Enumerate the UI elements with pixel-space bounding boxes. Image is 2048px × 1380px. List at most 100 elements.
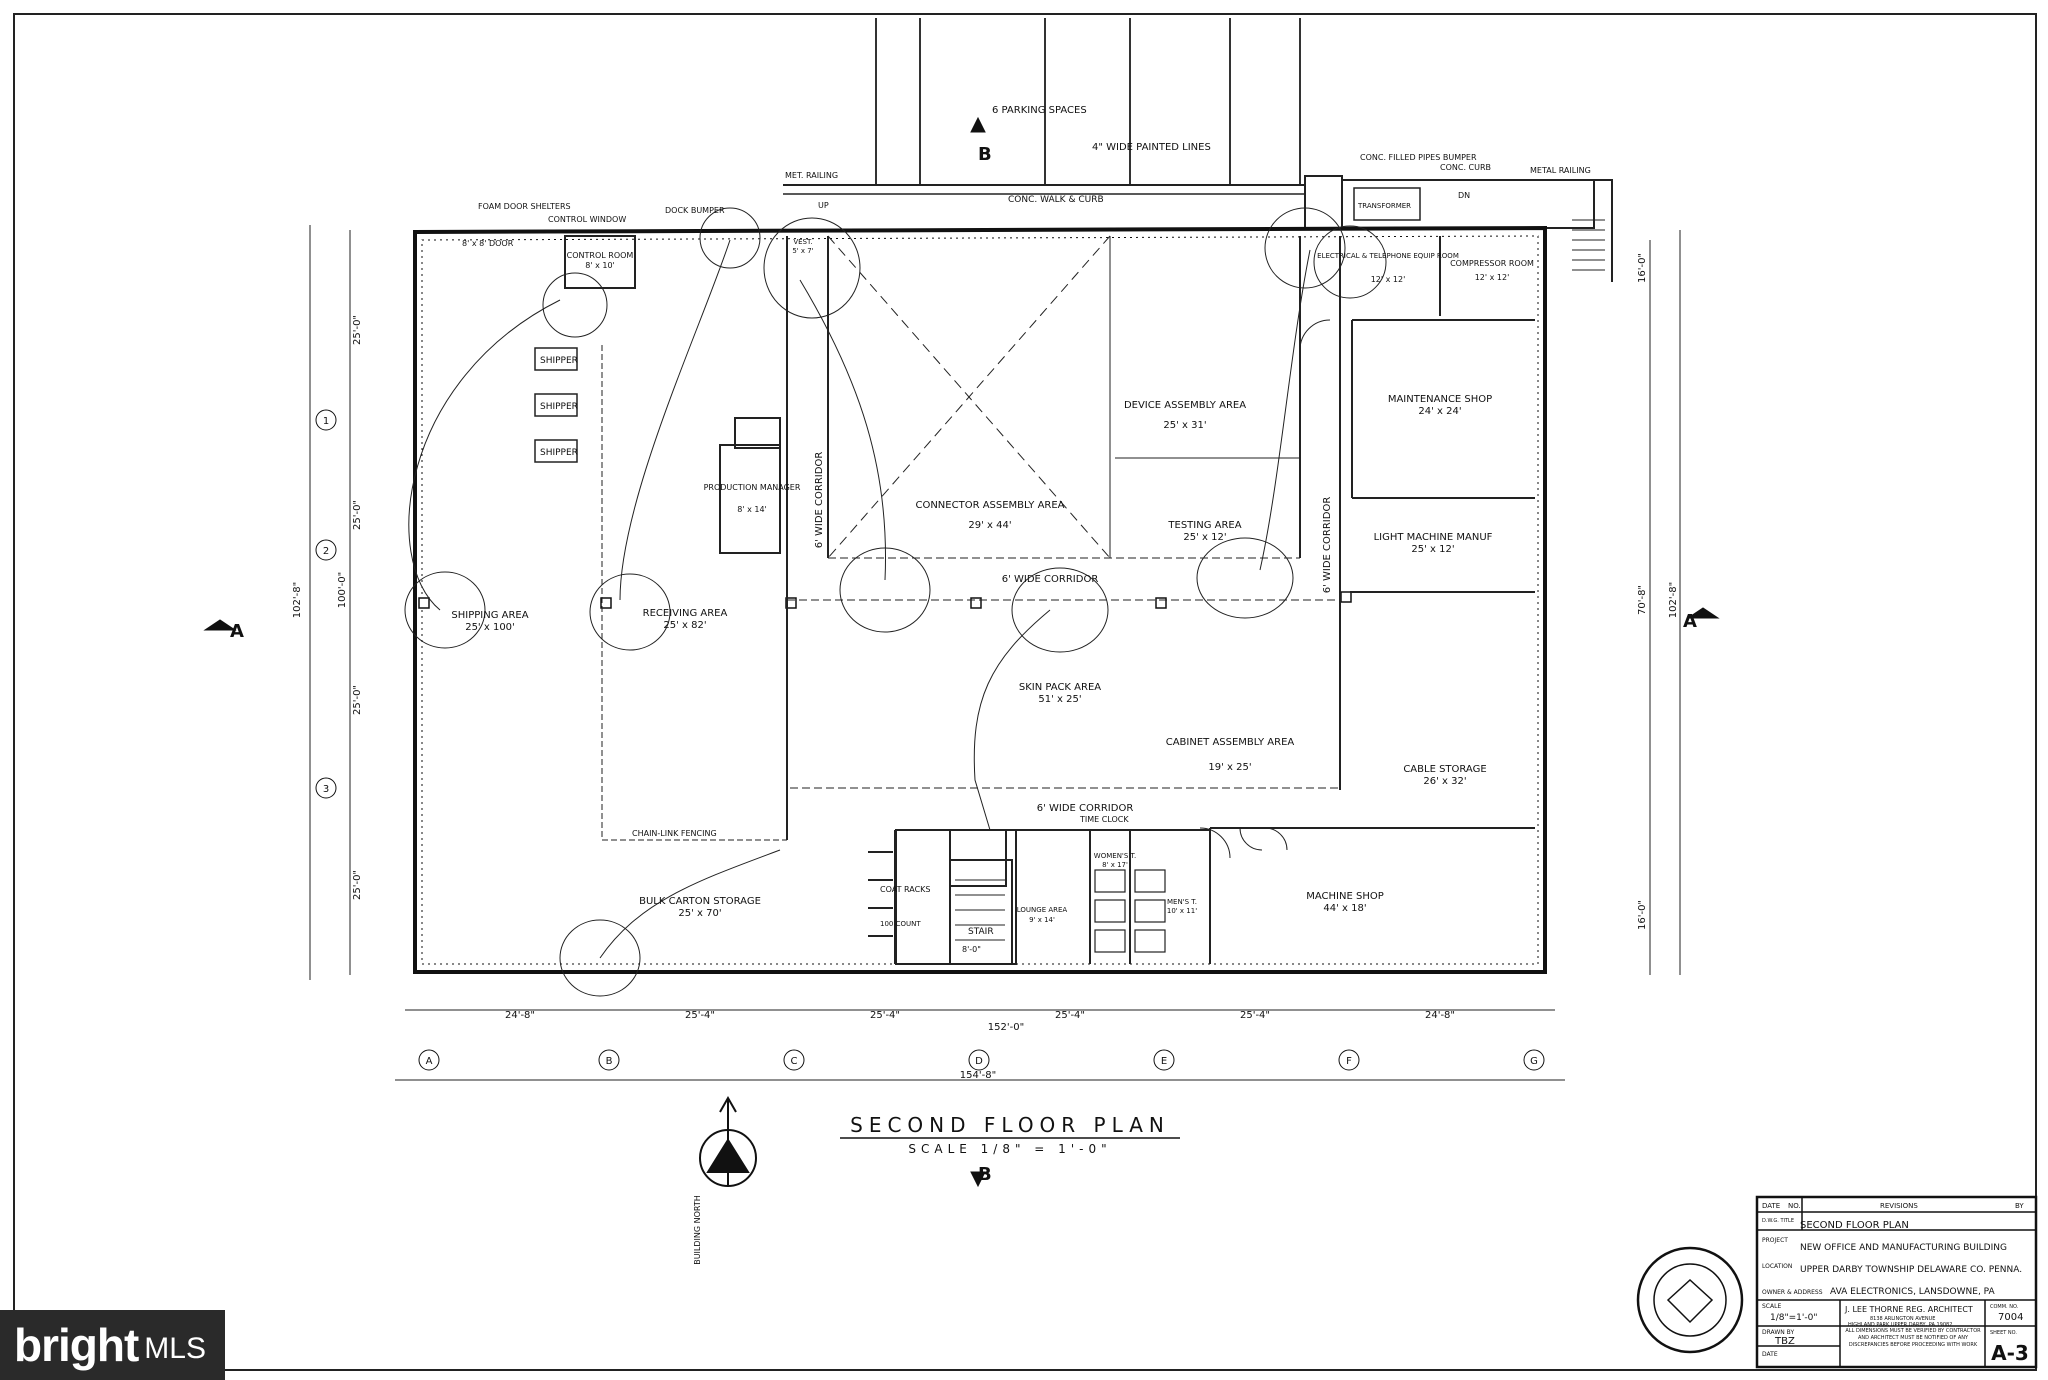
coat-racks bbox=[868, 830, 896, 964]
device-circles bbox=[404, 207, 1387, 997]
corridor-center-label: 6' WIDE CORRIDOR bbox=[1002, 574, 1099, 585]
tb-project: NEW OFFICE AND MANUFACTURING BUILDING bbox=[1800, 1243, 2007, 1253]
tb-drawn-label: DRAWN BY bbox=[1762, 1329, 1794, 1336]
filled-pipes-note: CONC. FILLED PIPES BUMPER bbox=[1360, 153, 1477, 162]
room-electrical-name: ELECTRICAL & TELEPHONE EQUIP ROOM bbox=[1317, 252, 1459, 260]
room-skin-pack-name: SKIN PACK AREA bbox=[1019, 682, 1101, 693]
room-compressor-size: 12' x 12' bbox=[1475, 273, 1510, 282]
concrete-walk bbox=[783, 175, 1613, 282]
coat-racks-note: COAT RACKS bbox=[880, 885, 931, 894]
room-testing-size: 25' x 12' bbox=[1183, 532, 1226, 543]
grid-row-1: 1 bbox=[323, 416, 329, 427]
tb-header-revisions: REVISIONS bbox=[1880, 1202, 1918, 1210]
section-a-right: A bbox=[1683, 611, 1697, 632]
room-light-machine-name: LIGHT MACHINE MANUF bbox=[1374, 532, 1493, 543]
fencing-note: CHAIN-LINK FENCING bbox=[632, 829, 717, 838]
section-markers bbox=[203, 116, 1720, 1188]
room-production-size: 8' x 14' bbox=[737, 505, 767, 514]
tb-comm: 7004 bbox=[1998, 1312, 2023, 1323]
tb-header-no: NO. bbox=[1788, 1202, 1801, 1210]
room-testing-name: TESTING AREA bbox=[1167, 520, 1241, 531]
shipper-label-3: SHIPPER bbox=[540, 448, 578, 458]
grid-rows: 1 2 3 bbox=[315, 409, 337, 799]
toilet-stalls bbox=[1094, 869, 1166, 953]
shipper-boxes bbox=[534, 347, 578, 463]
dim-overall-outer: 154'-8" bbox=[960, 1070, 996, 1081]
room-control-size: 8' x 10' bbox=[585, 261, 615, 270]
tb-scale: 1/8"=1'-0" bbox=[1770, 1313, 1817, 1323]
dim-left-bay-4: 25'-0" bbox=[352, 870, 363, 900]
room-electrical-size: 12' x 12' bbox=[1371, 275, 1406, 284]
walk-note: CONC. WALK & CURB bbox=[1008, 195, 1104, 205]
tb-header-by: BY bbox=[2015, 1202, 2024, 1210]
dim-left-inner: 100'-0" bbox=[337, 572, 348, 608]
room-vest-name: VEST. bbox=[793, 238, 812, 246]
dock-bumper-note: DOCK BUMPER bbox=[665, 206, 725, 215]
parking-lines bbox=[875, 18, 1301, 185]
grid-columns: A B C D E F G bbox=[418, 1049, 1545, 1071]
dim-left-bay-2: 25'-0" bbox=[352, 500, 363, 530]
dim-right-mid: 70'-8" bbox=[1637, 585, 1648, 615]
dim-left-bay-1: 25'-0" bbox=[352, 315, 363, 345]
control-window-note: CONTROL WINDOW bbox=[548, 215, 626, 224]
dim-overall-inner: 152'-0" bbox=[988, 1022, 1024, 1033]
dim-bay-1: 24'-8" bbox=[505, 1010, 535, 1021]
dim-left-outer: 102'-8" bbox=[292, 582, 303, 618]
corridor-bottom-label: 6' WIDE CORRIDOR bbox=[1037, 803, 1134, 814]
grid-col-g: G bbox=[1530, 1056, 1538, 1067]
room-skin-pack-size: 51' x 25' bbox=[1038, 694, 1081, 705]
grid-col-b: B bbox=[606, 1056, 613, 1067]
door-note: 8' x 8' DOOR bbox=[462, 239, 514, 248]
shipper-labels: SHIPPER SHIPPER SHIPPER bbox=[540, 356, 578, 458]
dim-bay-2: 25'-4" bbox=[685, 1010, 715, 1021]
room-maintenance-name: MAINTENANCE SHOP bbox=[1388, 394, 1492, 405]
tb-location-label: LOCATION bbox=[1762, 1263, 1792, 1270]
room-vest-size: 5' x 7' bbox=[792, 247, 813, 255]
room-receiving-size: 25' x 82' bbox=[663, 620, 706, 631]
tb-header-date: DATE bbox=[1762, 1202, 1780, 1210]
tb-owner-label: OWNER & ADDRESS bbox=[1762, 1289, 1823, 1296]
room-receiving-name: RECEIVING AREA bbox=[643, 608, 728, 619]
conc-curb-note: CONC. CURB bbox=[1440, 163, 1491, 172]
section-b-top: B bbox=[978, 144, 992, 165]
section-b-bottom: B bbox=[978, 1164, 992, 1185]
dim-bay-4: 25'-4" bbox=[1055, 1010, 1085, 1021]
room-mens-size: 10' x 11' bbox=[1167, 907, 1197, 915]
tb-project-label: PROJECT bbox=[1762, 1237, 1788, 1244]
dim-left-bay-3: 25'-0" bbox=[352, 685, 363, 715]
grid-row-3: 3 bbox=[323, 784, 329, 795]
met-railing-note: MET. RAILING bbox=[785, 171, 838, 180]
shipper-label-1: SHIPPER bbox=[540, 356, 578, 366]
room-shipping-name: SHIPPING AREA bbox=[451, 610, 528, 621]
title-block-frame bbox=[1755, 1195, 2038, 1369]
tb-architect: J. LEE THORNE REG. ARCHITECT bbox=[1844, 1305, 1973, 1314]
dim-right-outer: 102'-8" bbox=[1668, 582, 1679, 618]
shipper-label-2: SHIPPER bbox=[540, 402, 578, 412]
door-shelters-note: FOAM DOOR SHELTERS bbox=[478, 202, 571, 211]
room-cable-size: 26' x 32' bbox=[1423, 776, 1466, 787]
transformer-note: TRANSFORMER bbox=[1357, 202, 1411, 210]
time-clock-note: TIME CLOCK bbox=[1079, 815, 1129, 824]
dim-bay-3: 25'-4" bbox=[870, 1010, 900, 1021]
room-shipping-size: 25' x 100' bbox=[465, 622, 515, 633]
plan-scale: SCALE 1/8" = 1'-0" bbox=[908, 1142, 1111, 1156]
room-compressor-name: COMPRESSOR ROOM bbox=[1450, 259, 1534, 268]
sheet-border bbox=[13, 13, 2037, 1371]
room-cabinet-name: CABINET ASSEMBLY AREA bbox=[1166, 737, 1295, 748]
section-a-left: A bbox=[230, 621, 244, 642]
room-cable-name: CABLE STORAGE bbox=[1403, 764, 1486, 775]
grid-col-a: A bbox=[426, 1056, 433, 1067]
room-control-name: CONTROL ROOM bbox=[567, 251, 634, 260]
room-bulk-size: 25' x 70' bbox=[678, 908, 721, 919]
up-note: UP bbox=[818, 201, 829, 210]
grid-col-e: E bbox=[1161, 1056, 1167, 1067]
room-lounge-size: 9' x 14' bbox=[1029, 916, 1055, 924]
tb-location: UPPER DARBY TOWNSHIP DELAWARE CO. PENNA. bbox=[1800, 1265, 2022, 1275]
watermark-brand: bright bbox=[14, 1319, 139, 1371]
stair bbox=[949, 859, 1013, 965]
plan-title: SECOND FLOOR PLAN bbox=[850, 1113, 1170, 1137]
room-bulk-name: BULK CARTON STORAGE bbox=[639, 896, 761, 907]
tb-date-label: DATE bbox=[1762, 1351, 1778, 1358]
tb-note: ALL DIMENSIONS MUST BE VERIFIED BY CONTR… bbox=[1845, 1328, 1981, 1348]
